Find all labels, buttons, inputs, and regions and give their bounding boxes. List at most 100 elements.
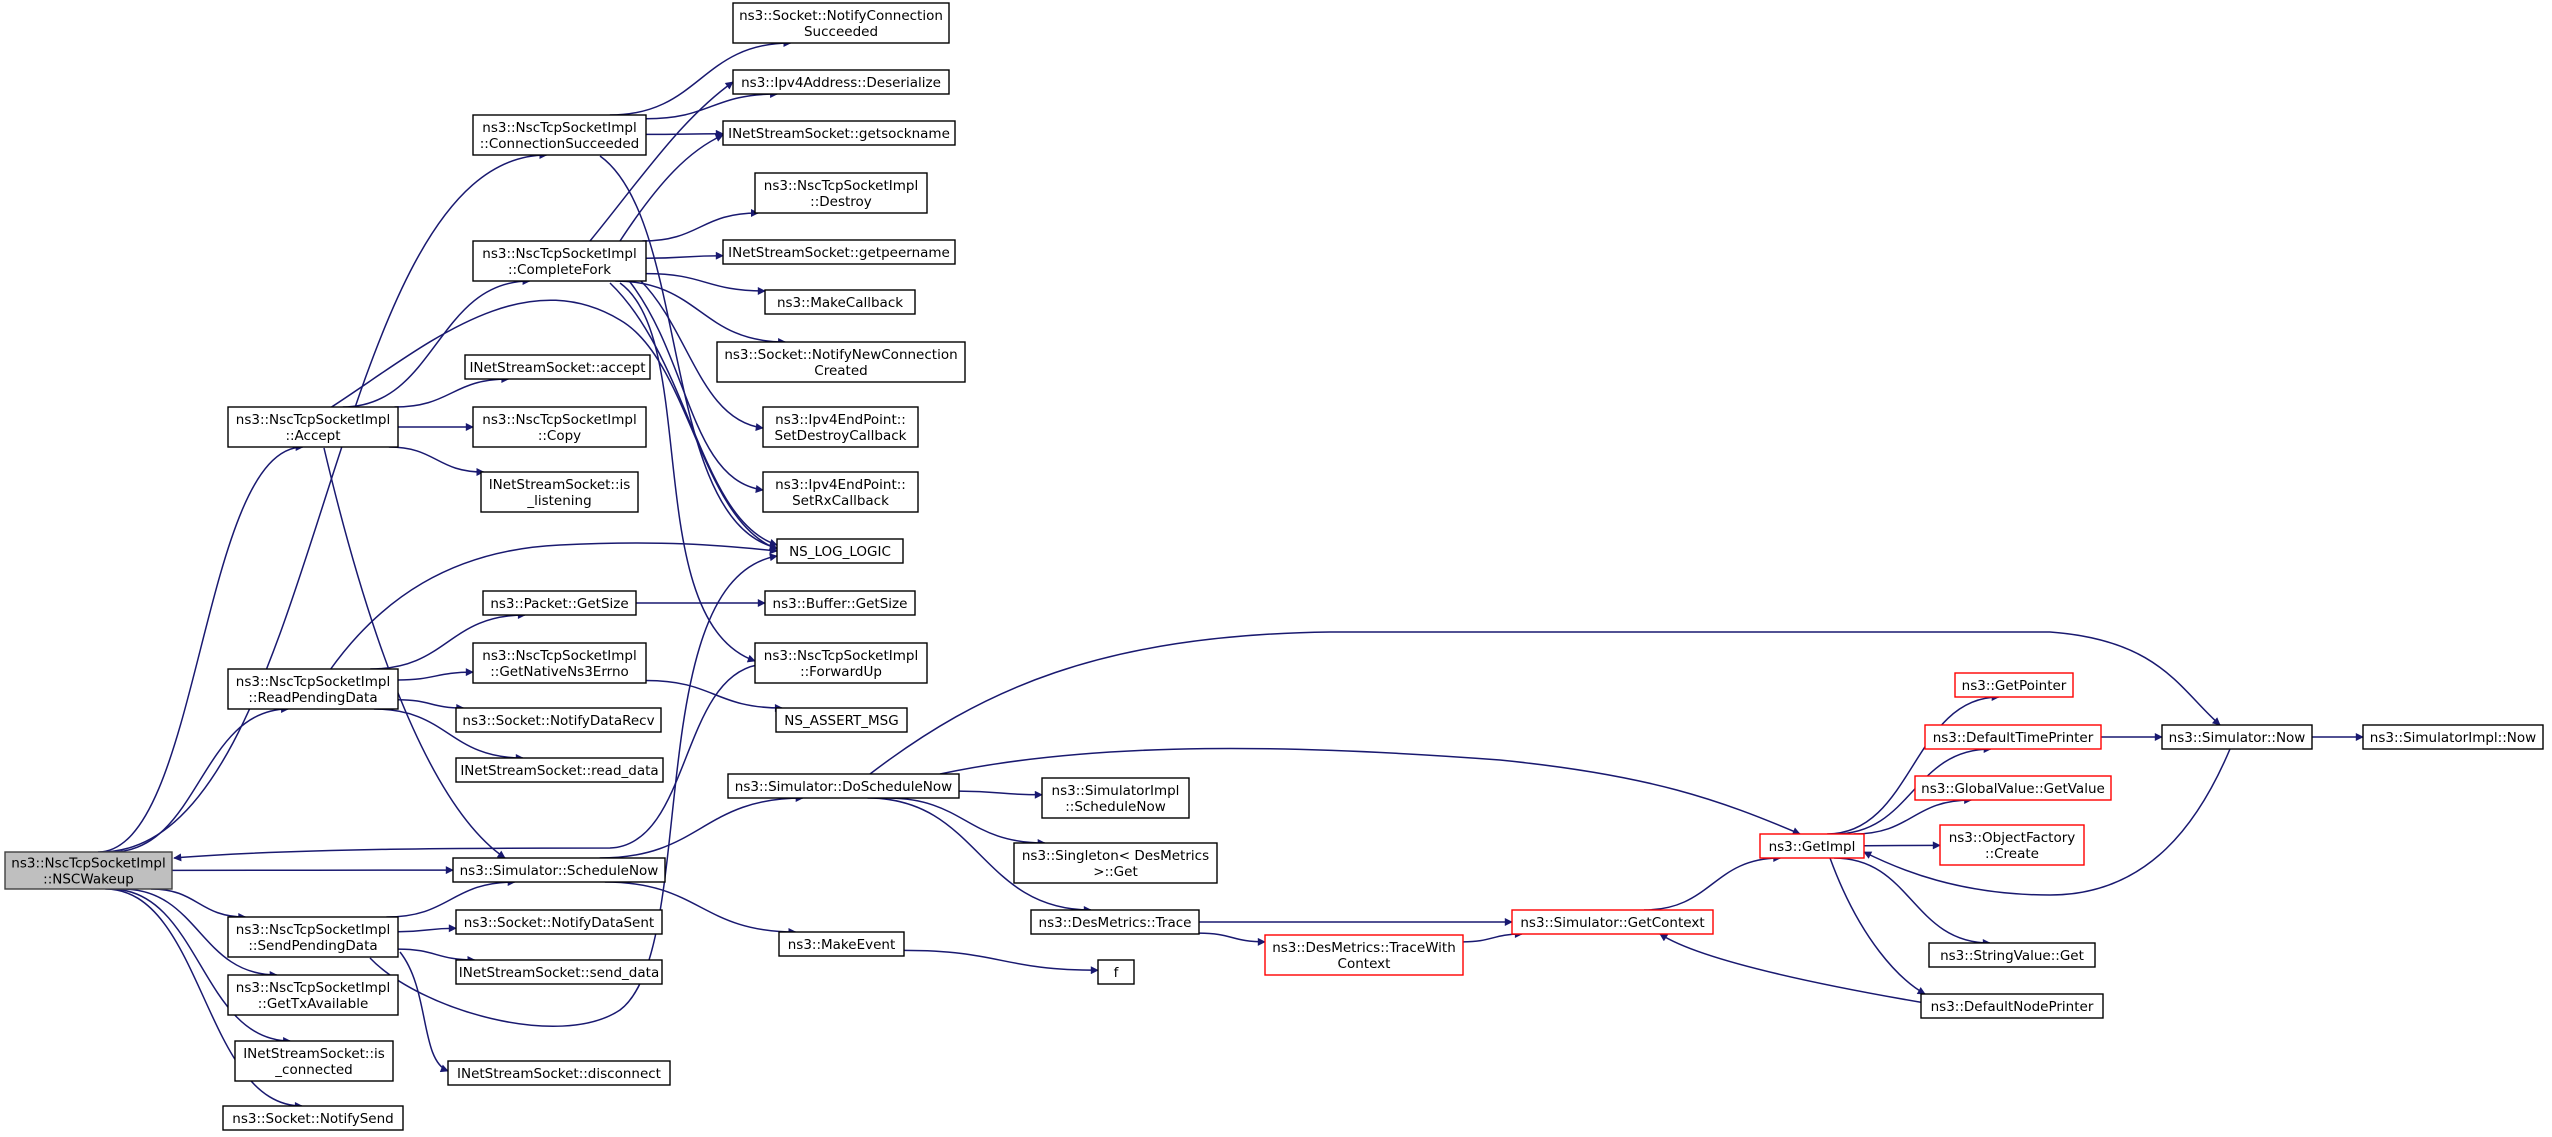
node-box [1097, 959, 1135, 985]
node-completefork[interactable]: ns3::NscTcpSocketImpl::CompleteFork [472, 240, 647, 282]
edge-sendpending-to-notifydatasent [397, 924, 457, 933]
node-singleton[interactable]: ns3::Singleton< DesMetrics >::Get [1013, 842, 1218, 884]
node-label: INetStreamSocket::send_data [459, 965, 659, 981]
node-getnativeerr[interactable]: ns3::NscTcpSocketImpl::GetNativeNs3Errno [472, 642, 647, 684]
node-islistening[interactable]: INetStreamSocket::is_listening [480, 471, 639, 513]
node-getpointer[interactable]: ns3::GetPointer [1954, 672, 2074, 698]
node-label: ::Destroy [810, 194, 872, 210]
node-isconnected[interactable]: INetStreamSocket::is_connected [234, 1040, 394, 1082]
node-readdata[interactable]: INetStreamSocket::read_data [455, 757, 664, 783]
node-doschedulenow[interactable]: ns3::Simulator::DoScheduleNow [727, 773, 960, 799]
node-box [732, 69, 950, 95]
node-nscwakeup[interactable]: ns3::NscTcpSocketImpl::NSCWakeup [4, 851, 173, 890]
node-box [472, 114, 647, 156]
node-label: ns3::ObjectFactory [1949, 830, 2076, 846]
node-stringvalue[interactable]: ns3::StringValue::Get [1928, 942, 2096, 968]
node-label: INetStreamSocket::is [489, 477, 631, 493]
node-box [227, 406, 399, 448]
edge-readpending-to-pktgetsize [370, 611, 526, 670]
node-setdestroy[interactable]: ns3::Ipv4EndPoint::SetDestroyCallback [762, 406, 919, 448]
node-destroy[interactable]: ns3::NscTcpSocketImpl::Destroy [754, 172, 928, 214]
edge-accept-to-acceptfn [394, 375, 510, 408]
node-label: ns3::GetPointer [1962, 678, 2067, 694]
node-box [455, 909, 663, 935]
node-label: INetStreamSocket::read_data [460, 763, 658, 779]
node-box [1939, 824, 2085, 866]
node-schedulenow[interactable]: ns3::Simulator::ScheduleNow [452, 857, 666, 883]
node-box [1013, 842, 1218, 884]
node-label: ns3::Simulator::Now [2169, 730, 2306, 746]
node-makecallback[interactable]: ns3::MakeCallback [764, 289, 916, 315]
edge-completefork-to-getsockname [619, 134, 724, 242]
node-label: NS_ASSERT_MSG [784, 713, 898, 729]
edge-nscwakeup-to-readpending [111, 705, 290, 853]
node-simgetcontext[interactable]: ns3::Simulator::GetContext [1511, 909, 1714, 935]
node-box [452, 857, 666, 883]
node-box [227, 916, 399, 958]
node-accept[interactable]: ns3::NscTcpSocketImpl::Accept [227, 406, 399, 448]
node-gettxavail[interactable]: ns3::NscTcpSocketImpl::GetTxAvailable [227, 974, 399, 1016]
edge-getimpl-to-getpointer [1827, 693, 2000, 835]
node-deserialize[interactable]: ns3::Ipv4Address::Deserialize [732, 69, 950, 95]
node-notifydatarecv[interactable]: ns3::Socket::NotifyDataRecv [455, 707, 662, 733]
node-makeevent[interactable]: ns3::MakeEvent [778, 931, 905, 957]
node-sendpending[interactable]: ns3::NscTcpSocketImpl::SendPendingData [227, 916, 399, 958]
node-getpeername[interactable]: INetStreamSocket::getpeername [722, 239, 956, 265]
node-setrx[interactable]: ns3::Ipv4EndPoint::SetRxCallback [762, 471, 919, 513]
node-nslog[interactable]: NS_LOG_LOGIC [776, 538, 904, 564]
node-notifydatasent[interactable]: ns3::Socket::NotifyDataSent [455, 909, 663, 935]
node-box [778, 931, 905, 957]
node-label: ::Copy [538, 428, 581, 444]
node-senddata[interactable]: INetStreamSocket::send_data [455, 959, 663, 985]
node-box [1920, 993, 2104, 1019]
node-getsockname[interactable]: INetStreamSocket::getsockname [722, 120, 956, 146]
node-label: ::Accept [285, 428, 340, 444]
node-nsassert[interactable]: NS_ASSERT_MSG [775, 707, 908, 733]
node-box [227, 668, 399, 710]
node-label: ns3::DefaultNodePrinter [1931, 999, 2094, 1015]
node-forwardup[interactable]: ns3::NscTcpSocketImpl::ForwardUp [754, 642, 928, 684]
node-label: ns3::Socket::NotifyDataSent [464, 915, 654, 931]
node-readpending[interactable]: ns3::NscTcpSocketImpl::ReadPendingData [227, 668, 399, 710]
node-label: Context [1338, 956, 1391, 972]
node-pktgetsize[interactable]: ns3::Packet::GetSize [482, 590, 637, 616]
node-simnow[interactable]: ns3::Simulator::Now [2161, 724, 2313, 750]
edge-tracewithctx-to-simgetcontext [1462, 930, 1523, 943]
node-globalvalue[interactable]: ns3::GlobalValue::GetValue [1914, 775, 2112, 801]
node-box [227, 974, 399, 1016]
node-bufgetsize[interactable]: ns3::Buffer::GetSize [764, 590, 916, 616]
node-getimpl[interactable]: ns3::GetImpl [1759, 833, 1865, 859]
node-f[interactable]: f [1097, 959, 1135, 985]
node-label: INetStreamSocket::disconnect [457, 1066, 661, 1082]
node-acceptfn[interactable]: INetStreamSocket::accept [464, 354, 651, 380]
node-simimplnow[interactable]: ns3::SimulatorImpl::Now [2362, 724, 2544, 750]
node-objfactory[interactable]: ns3::ObjectFactory::Create [1939, 824, 2085, 866]
node-defnodeprinter[interactable]: ns3::DefaultNodePrinter [1920, 993, 2104, 1019]
node-label: ns3::NscTcpSocketImpl [236, 980, 390, 996]
node-label: ::CompleteFork [508, 262, 611, 278]
node-connsucc[interactable]: ns3::NscTcpSocketImpl::ConnectionSucceed… [472, 114, 647, 156]
node-copy[interactable]: ns3::NscTcpSocketImpl::Copy [472, 406, 647, 448]
node-label: ns3::Ipv4Address::Deserialize [741, 75, 941, 91]
edge-connsucc-to-getsockname [645, 129, 724, 138]
node-box [455, 707, 662, 733]
nodes-layer: ns3::NscTcpSocketImpl::NSCWakeupns3::Nsc… [4, 2, 2544, 1131]
edge-getimpl-to-globalvalue [1853, 796, 1973, 835]
edge-readpending-to-nslog [329, 542, 778, 671]
node-label: f [1114, 965, 1120, 981]
node-deftimeprinter[interactable]: ns3::DefaultTimePrinter [1924, 724, 2102, 750]
node-label: _connected [274, 1062, 352, 1078]
node-label: ns3::NscTcpSocketImpl [764, 648, 918, 664]
edge-completefork-to-forwardup [619, 282, 756, 663]
node-box [1914, 775, 2112, 801]
node-label: >::Get [1093, 864, 1137, 880]
node-desmetricstrace[interactable]: ns3::DesMetrics::Trace [1030, 909, 1200, 935]
node-simimplsched[interactable]: ns3::SimulatorImpl::ScheduleNow [1041, 777, 1190, 819]
node-notifysend[interactable]: ns3::Socket::NotifySend [222, 1105, 404, 1131]
edges-layer [97, 39, 2364, 1110]
edge-completefork-to-makecallback [645, 272, 766, 295]
node-disconnect[interactable]: INetStreamSocket::disconnect [447, 1060, 671, 1086]
